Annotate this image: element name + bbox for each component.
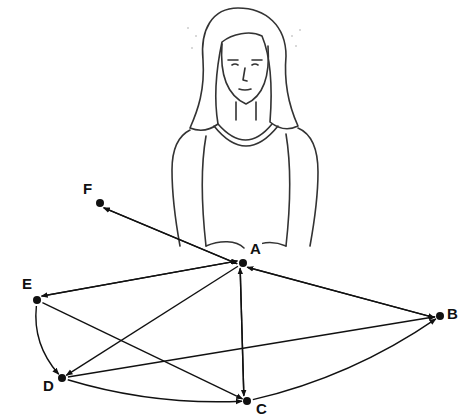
arrow-line — [66, 266, 238, 375]
arrow-line — [253, 319, 436, 400]
arrow-line — [248, 267, 434, 317]
arrow-line — [42, 261, 237, 296]
point-letter: F — [82, 181, 93, 196]
arrow-line — [104, 208, 237, 264]
point-dot: F — [96, 199, 104, 207]
arrow-line — [240, 269, 244, 396]
point-dot: B — [436, 312, 444, 320]
point-letter: E — [21, 276, 33, 291]
point-letter: A — [249, 241, 262, 256]
point-dot: A — [239, 259, 247, 267]
point-letter: B — [446, 306, 459, 321]
point-dot: C — [243, 397, 251, 405]
arrow-line — [247, 267, 433, 317]
point-dot: E — [33, 296, 41, 304]
arrow-line — [41, 261, 236, 296]
point-dot: D — [58, 374, 66, 382]
arrow-line — [103, 208, 236, 264]
arrow-line — [68, 380, 242, 402]
arrow-line — [68, 317, 435, 377]
arrow-line — [42, 303, 242, 399]
point-letter: C — [255, 401, 268, 416]
arrow-line — [36, 306, 59, 374]
arrow-line — [240, 268, 244, 395]
point-letter: D — [42, 378, 55, 393]
